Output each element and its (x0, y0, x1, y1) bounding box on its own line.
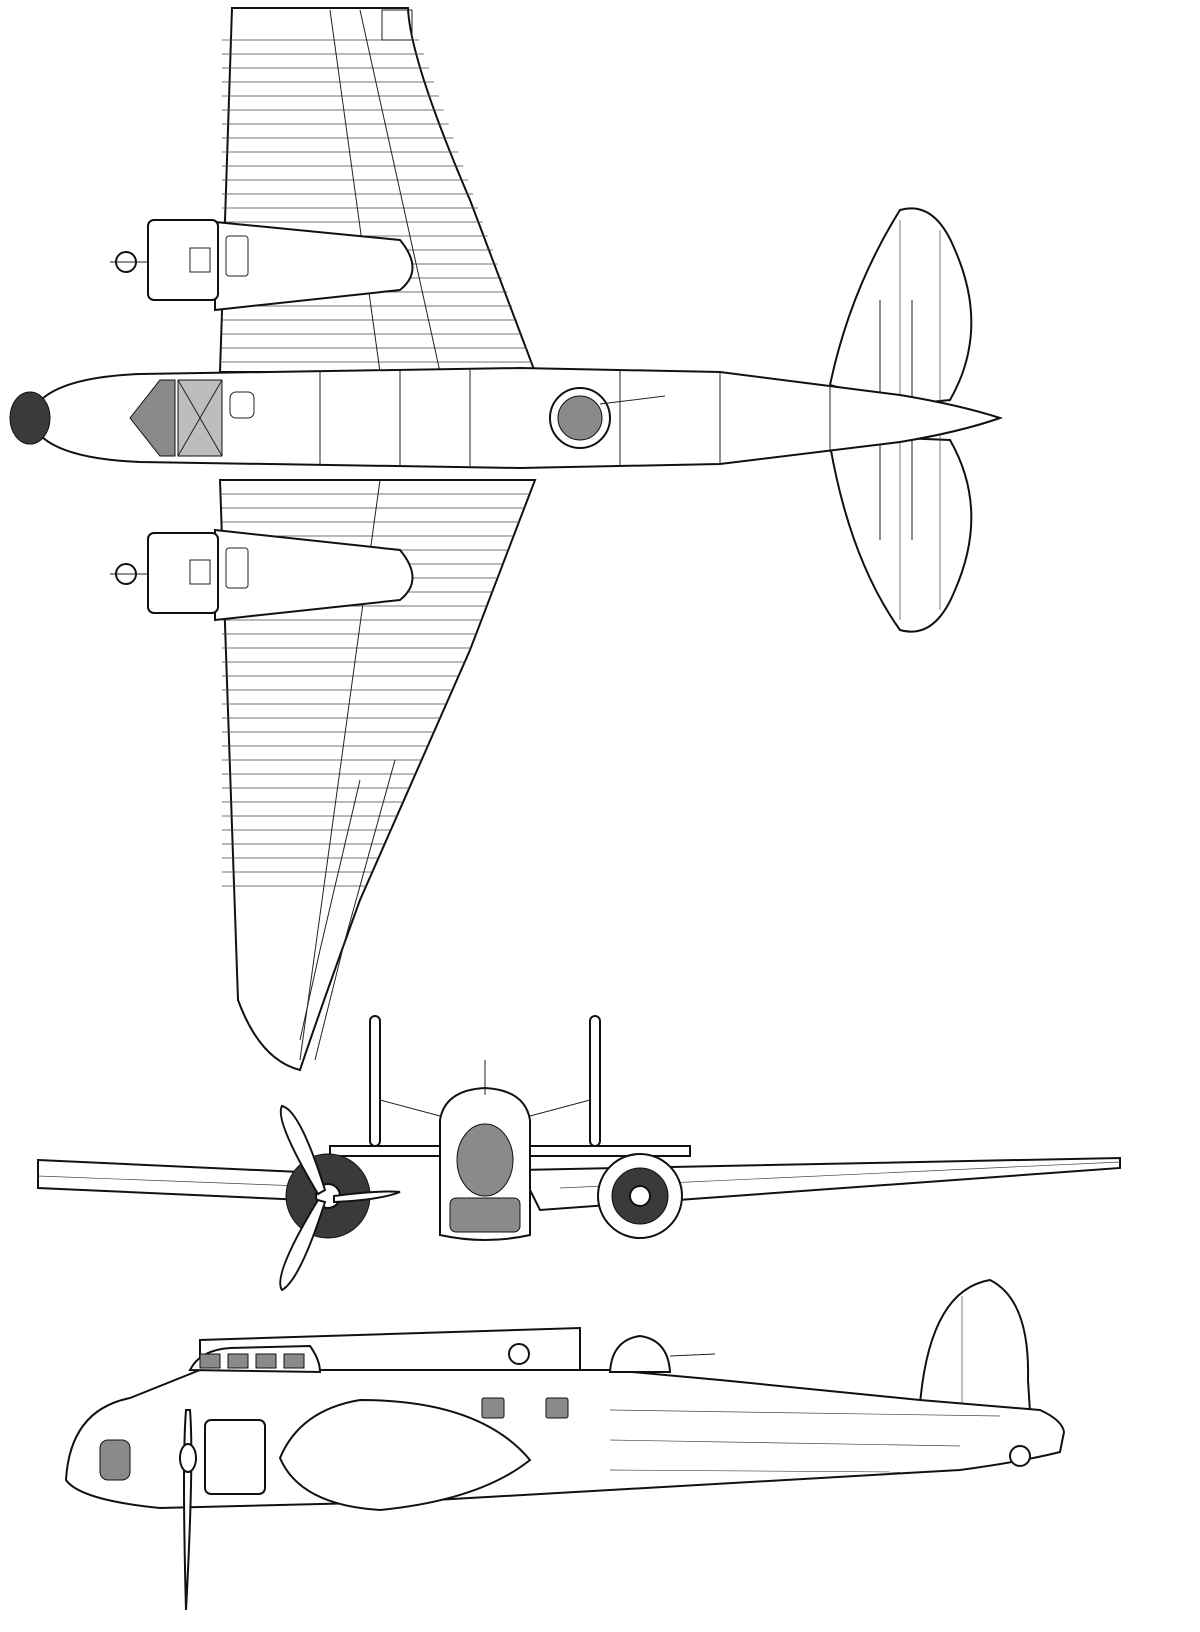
side-dorsal-turret (608, 1334, 672, 1373)
side-propeller (183, 1409, 193, 1611)
top-view (9, 7, 1004, 1072)
front-wing-left (37, 1158, 307, 1202)
front-engine-left (279, 1104, 401, 1292)
front-view (37, 1015, 1121, 1292)
front-fin-left (369, 1015, 381, 1147)
front-engine-right (597, 1153, 683, 1239)
cockpit-glazing-top (129, 379, 255, 457)
fuselage-top (9, 366, 1004, 470)
engine-nacelle-upper (110, 219, 414, 312)
side-fin (918, 1278, 1032, 1414)
tailplane (828, 207, 973, 633)
side-tail-wheel (1009, 1445, 1031, 1467)
engine-nacelle-lower (110, 528, 414, 622)
front-fin-right (589, 1015, 601, 1147)
dorsal-turret-top (549, 387, 666, 449)
side-view (64, 1278, 1066, 1611)
side-engine-nacelle (278, 1398, 532, 1512)
upper-wing (218, 7, 537, 373)
